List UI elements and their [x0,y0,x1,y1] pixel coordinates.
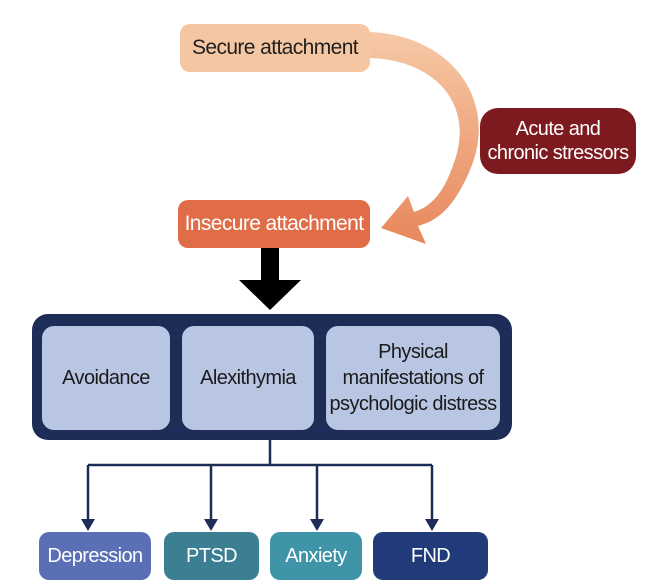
trait-alexithymia-label: Alexithymia [200,367,296,389]
insecure-attachment-label: Insecure attachment [184,212,364,235]
outcome-anxiety: Anxiety [270,532,362,580]
secure-attachment-label: Secure attachment [191,36,359,59]
outcome-fnd: FND [373,532,488,580]
trait-physical-label: Physical manifestations of psychologic d… [329,341,498,415]
stressors-label: Acute and chronic stressors [487,118,630,164]
traits-group: Avoidance Alexithymia Physical manifesta… [32,314,512,440]
arrowhead-depression [81,519,95,531]
trait-avoidance: Avoidance [42,326,170,430]
outcome-ptsd-label: PTSD [186,544,238,567]
branch-connector [86,440,434,522]
outcome-fnd-label: FND [410,544,451,567]
stressors-node: Acute and chronic stressors [480,108,636,174]
arrowhead-fnd [425,519,439,531]
trait-physical-manifestations: Physical manifestations of psychologic d… [326,326,500,430]
trait-avoidance-label: Avoidance [62,367,150,389]
transition-curve-arrow [370,32,479,244]
down-arrow [239,248,301,310]
insecure-attachment-node: Insecure attachment [178,200,370,248]
trait-alexithymia: Alexithymia [182,326,314,430]
outcome-anxiety-label: Anxiety [285,544,347,567]
arrowhead-anxiety [310,519,324,531]
arrowhead-ptsd [204,519,218,531]
outcome-depression: Depression [39,532,151,580]
secure-attachment-node: Secure attachment [180,24,370,72]
outcome-ptsd: PTSD [164,532,259,580]
outcome-depression-label: Depression [47,544,143,567]
